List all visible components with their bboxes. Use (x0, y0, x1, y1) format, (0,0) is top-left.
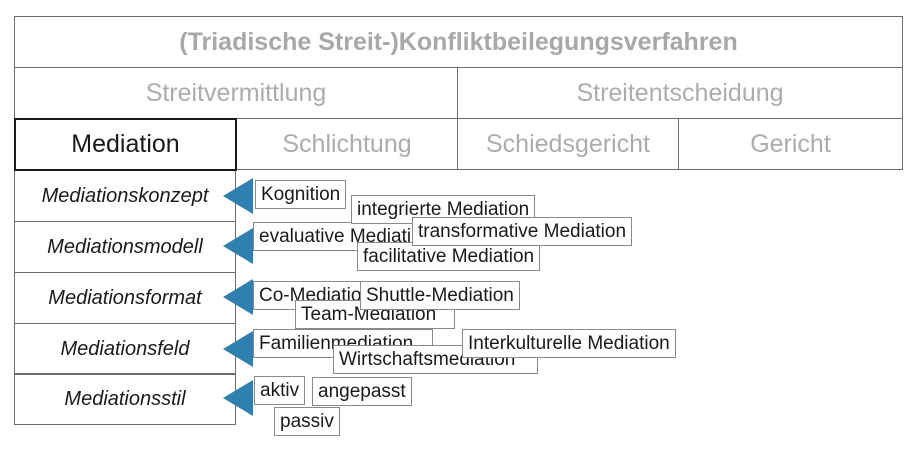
tag-transformative-mediation: transformative Mediation (412, 217, 633, 246)
concept-mediationsmodell: Mediationsmodell (14, 221, 236, 273)
method-schiedsgericht: Schiedsgericht (457, 118, 679, 170)
arrow-left-icon (223, 228, 253, 264)
tag-aktiv: aktiv (254, 376, 306, 405)
diagram-title: (Triadische Streit-)Konfliktbeilegungsve… (14, 16, 903, 68)
concept-mediationsstil: Mediationsstil (14, 373, 236, 425)
method-gericht: Gericht (678, 118, 903, 170)
concept-mediationsformat: Mediationsformat (14, 272, 236, 324)
tag-angepasst: angepasst (312, 377, 412, 406)
category-streitvermittlung: Streitvermittlung (14, 67, 458, 119)
arrow-left-icon (223, 380, 253, 416)
concept-mediationsfeld: Mediationsfeld (14, 323, 236, 375)
category-streitentscheidung: Streitentscheidung (457, 67, 903, 119)
tag-kognition: Kognition (255, 180, 347, 209)
method-mediation: Mediation (14, 118, 237, 171)
arrow-left-icon (223, 178, 253, 214)
arrow-left-icon (223, 331, 253, 367)
tag-shuttle-mediation: Shuttle-Mediation (360, 281, 520, 310)
method-schlichtung: Schlichtung (236, 118, 458, 170)
tag-facilitative-mediation: facilitative Mediation (357, 242, 541, 271)
concept-mediationskonzept: Mediationskonzept (14, 170, 236, 222)
tag-interkulturelle-mediation: Interkulturelle Mediation (462, 329, 676, 358)
arrow-left-icon (223, 279, 253, 315)
tag-passiv: passiv (274, 407, 340, 436)
